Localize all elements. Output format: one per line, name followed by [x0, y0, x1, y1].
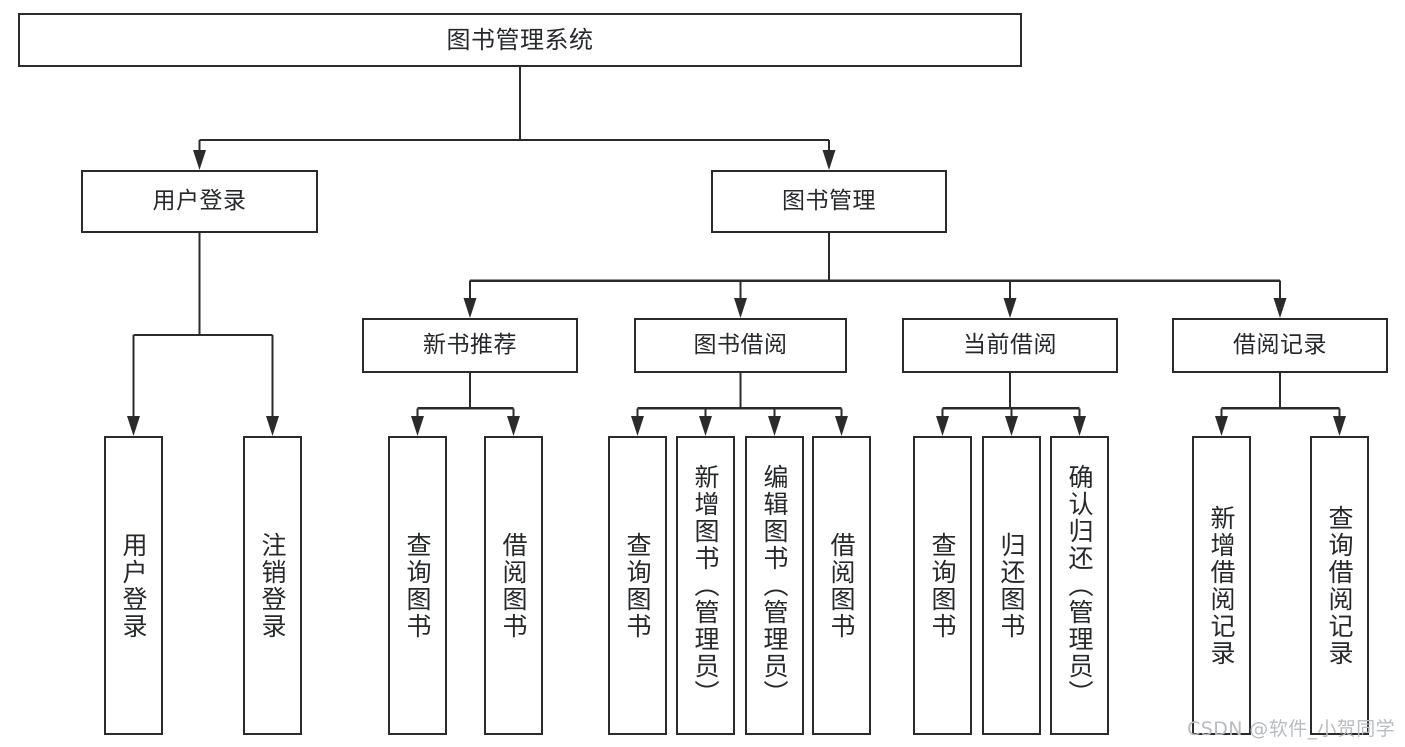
node-current[interactable]: 当前借阅	[902, 318, 1118, 373]
node-label: 注销登录	[258, 531, 287, 640]
node-label: 图书管理系统	[446, 25, 594, 54]
node-label: 新书推荐	[423, 331, 517, 358]
arrow-head-icon	[127, 416, 140, 436]
arrow-head-icon	[835, 416, 848, 436]
arrow-head-icon	[699, 416, 712, 436]
node-leaf-query-book-2[interactable]: 查询图书	[608, 436, 667, 735]
node-leaf-edit-book[interactable]: 编辑图书（管理员）	[745, 436, 804, 735]
node-leaf-user-login[interactable]: 用户登录	[104, 436, 163, 735]
node-newbook[interactable]: 新书推荐	[362, 318, 578, 373]
node-label: 用户登录	[152, 187, 247, 214]
node-label: 图书管理	[782, 187, 876, 214]
arrow-head-icon	[822, 150, 836, 170]
node-leaf-query-book-3[interactable]: 查询图书	[913, 436, 972, 735]
node-label: 新增借阅记录	[1207, 504, 1236, 667]
arrow-head-icon	[1215, 416, 1228, 436]
node-label: 当前借阅	[963, 331, 1057, 358]
arrow-head-icon	[768, 416, 781, 436]
node-label: 查询图书	[623, 531, 652, 640]
arrow-head-icon	[631, 416, 644, 436]
arrow-head-icon	[1273, 298, 1287, 318]
node-label: 归还图书	[997, 531, 1026, 640]
arrow-head-icon	[266, 416, 279, 436]
arrow-head-icon	[463, 298, 477, 318]
node-label: 编辑图书（管理员）	[760, 464, 789, 707]
arrow-head-icon	[1333, 416, 1346, 436]
arrow-head-icon	[1073, 416, 1086, 436]
node-label: 借阅图书	[499, 531, 528, 640]
node-label: 确认归还（管理员）	[1065, 464, 1094, 707]
node-label: 查询图书	[403, 531, 432, 640]
node-label: 查询借阅记录	[1325, 504, 1354, 667]
arrow-head-icon	[1005, 416, 1018, 436]
node-label: 查询图书	[928, 531, 957, 640]
arrow-head-icon	[193, 150, 206, 170]
node-label: 借阅记录	[1233, 331, 1327, 358]
node-leaf-confirm-return[interactable]: 确认归还（管理员）	[1050, 436, 1109, 735]
node-leaf-return-book[interactable]: 归还图书	[982, 436, 1041, 735]
node-borrow[interactable]: 图书借阅	[634, 318, 847, 373]
node-bookmgmt[interactable]: 图书管理	[711, 170, 947, 233]
arrow-head-icon	[734, 298, 747, 318]
node-label: 用户登录	[119, 531, 148, 640]
node-records[interactable]: 借阅记录	[1172, 318, 1388, 373]
node-label: 新增图书（管理员）	[691, 464, 720, 707]
arrow-head-icon	[507, 416, 520, 436]
node-label: 借阅图书	[827, 531, 856, 640]
arrow-head-icon	[936, 416, 949, 436]
node-root[interactable]: 图书管理系统	[18, 13, 1022, 67]
node-login[interactable]: 用户登录	[81, 170, 318, 233]
node-leaf-add-book[interactable]: 新增图书（管理员）	[676, 436, 735, 735]
arrow-head-icon	[411, 416, 424, 436]
node-leaf-logout[interactable]: 注销登录	[243, 436, 302, 735]
node-leaf-add-record[interactable]: 新增借阅记录	[1192, 436, 1251, 735]
arrow-head-icon	[1003, 298, 1017, 318]
node-leaf-borrow-book-2[interactable]: 借阅图书	[812, 436, 871, 735]
node-leaf-query-record[interactable]: 查询借阅记录	[1310, 436, 1369, 735]
node-leaf-query-book-1[interactable]: 查询图书	[388, 436, 447, 735]
node-leaf-borrow-book-1[interactable]: 借阅图书	[484, 436, 543, 735]
node-label: 图书借阅	[693, 331, 788, 358]
